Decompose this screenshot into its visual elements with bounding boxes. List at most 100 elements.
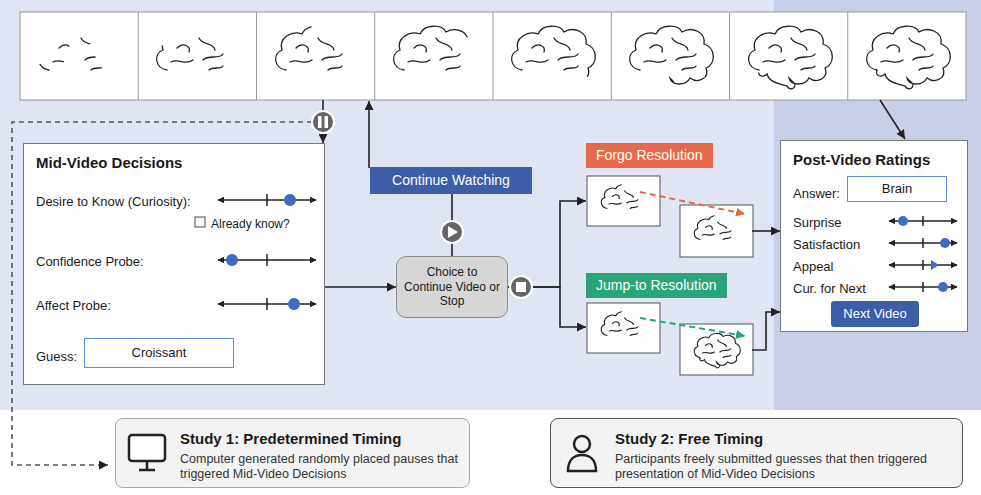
decision-panel: Mid-Video DecisionsDesire to Know (Curio… [23, 143, 325, 385]
continue-label: Continue Watching [370, 167, 532, 194]
drawn-circle [938, 282, 948, 292]
drawn-rect [195, 217, 205, 227]
drawn-use [601, 184, 647, 218]
drawn-use [601, 311, 647, 345]
node-text: Answer: [793, 186, 840, 201]
drawn-rect [325, 116, 329, 128]
drawn-circle [312, 111, 334, 133]
node-text: Cur. for Next [793, 281, 866, 296]
drawn-path [448, 226, 458, 238]
play-icon [441, 221, 463, 243]
connector-lines [12, 100, 905, 465]
drawn-circle [288, 298, 300, 310]
text-holder: Answer: [793, 184, 840, 202]
node-text: Guess: [36, 349, 77, 364]
monitor-icon [116, 419, 176, 489]
drawn-rect [587, 176, 660, 226]
person-icon [551, 419, 611, 489]
stop-icon [510, 276, 532, 298]
brain-drawing [39, 26, 951, 89]
node-text: Choice to Continue Video or Stop [404, 265, 500, 308]
text-holder: Cur. for Next [793, 279, 866, 297]
drawn-use [157, 26, 241, 89]
node-text: Surprise [793, 215, 841, 230]
text-holder: Mid-Video Decisions [36, 154, 182, 172]
node-text: Appeal [793, 259, 833, 274]
drawn-use [867, 26, 951, 89]
text-holder: Study 2: Free Timing [615, 430, 763, 448]
answer-input: Brain [847, 176, 947, 202]
drawn-path [568, 455, 596, 471]
forgo-group: Forgo Resolution [586, 143, 752, 257]
node-text: Forgo Resolution [586, 143, 713, 168]
drawn-circle [226, 254, 238, 266]
node-text: Mid-Video Decisions [36, 154, 182, 171]
flow-connector [752, 230, 780, 232]
drawn-circle [574, 436, 590, 452]
text-holder: Study 1: Predetermined Timing [180, 430, 401, 448]
text-holder: Participants freely submitted guesses th… [615, 452, 951, 482]
node-text: Participants freely submitted guesses th… [615, 452, 951, 482]
drawn-line [922, 216, 924, 226]
node-text: Satisfaction [793, 237, 860, 252]
node-text: Study 1: Predetermined Timing [180, 430, 401, 447]
drawn-line [880, 100, 905, 139]
text-holder: Already know? [211, 214, 290, 232]
drawn-rect [680, 324, 753, 375]
drawn-line [266, 254, 268, 266]
drawn-circle [441, 221, 463, 243]
drawn-line [266, 194, 268, 206]
text-holder: Appeal [793, 257, 833, 275]
jump-group: Jump-to Resolution [586, 273, 752, 375]
node-text: Post-Video Ratings [793, 151, 930, 168]
drawn-use [694, 215, 740, 249]
drawn-line [640, 192, 745, 214]
drawn-rect [20, 12, 966, 100]
text-holder: Satisfaction [793, 235, 860, 253]
drawn-line [322, 100, 324, 111]
text-holder: Surprise [793, 213, 841, 231]
drawn-line [266, 298, 268, 310]
drawn-path [139, 461, 155, 470]
drawn-path [138, 12, 848, 100]
drawn-rect [129, 435, 165, 461]
drawn-rect [587, 303, 660, 353]
node-text: Affect Probe: [36, 298, 111, 313]
drawn-line [922, 260, 924, 270]
node-text: Jump-to Resolution [586, 273, 727, 298]
text-holder: Desire to Know (Curiosity): [36, 192, 191, 210]
text-holder: Confidence Probe: [36, 252, 144, 270]
node-text: Already know? [211, 217, 290, 231]
drawn-line [368, 101, 370, 168]
flow-connector [508, 201, 586, 287]
ratings-panel: Post-Video RatingsAnswer: SurpriseSatisfa… [780, 140, 968, 332]
node-text: Brain [882, 181, 912, 197]
study-box: Study 2: Free TimingParticipants freely … [550, 418, 963, 488]
node-text: Computer generated randomly placed pause… [180, 452, 462, 482]
drawn-use [749, 26, 833, 89]
node-text: Next Video [843, 306, 906, 322]
text-holder: Guess: [36, 347, 77, 365]
text-holder: Affect Probe: [36, 296, 111, 314]
text-holder: Post-Video Ratings [793, 151, 930, 169]
next-button: Next Video [831, 301, 919, 327]
drawn-rect [318, 116, 322, 128]
drawn-use [276, 26, 360, 89]
drawn-use [39, 26, 123, 89]
drawn-path [931, 260, 939, 270]
node-text: Study 2: Free Timing [615, 430, 763, 447]
node-text: Desire to Know (Curiosity): [36, 194, 191, 209]
drawn-circle [898, 216, 908, 226]
drawn-rect [516, 282, 526, 292]
text-holder: Computer generated randomly placed pause… [180, 452, 462, 482]
drawn-g [889, 216, 957, 292]
filmstrip [20, 12, 966, 100]
node-text: Confidence Probe: [36, 254, 144, 269]
choice-box: Choice to Continue Video or Stop [396, 256, 508, 318]
drawn-use [394, 26, 478, 89]
drawn-line [322, 133, 324, 143]
pause-icon [312, 111, 334, 133]
node-text: Croissant [132, 345, 187, 361]
drawn-g [195, 194, 316, 310]
